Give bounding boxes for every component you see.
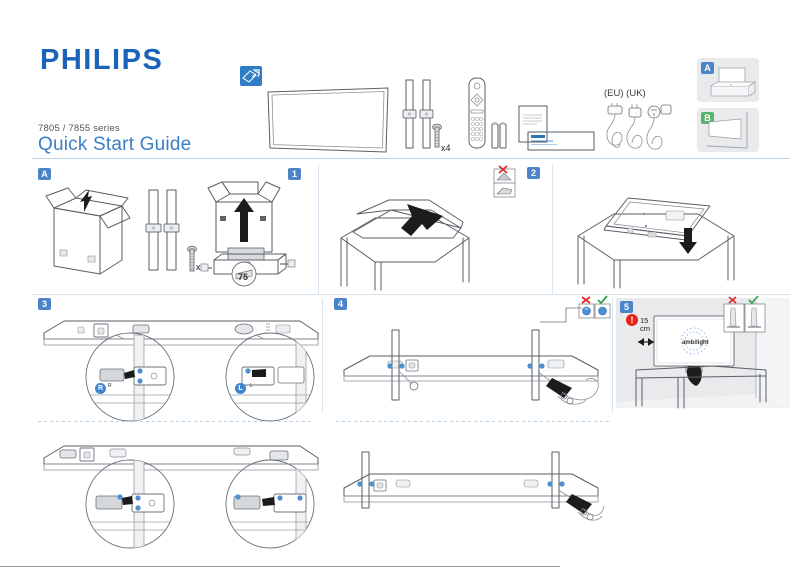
accessory-batteries <box>491 122 507 150</box>
row2-dotted-divider-left <box>38 421 314 422</box>
row1-divider-2 <box>552 164 553 294</box>
step-a-badge: A <box>38 168 51 180</box>
step-4-leader-line <box>540 307 582 334</box>
step-5-warning-icon: ! <box>626 314 638 326</box>
step-a-stand-legs <box>145 189 185 272</box>
svg-text:75: 75 <box>238 272 248 282</box>
step-4-variant-attach-legs-illustration <box>336 451 606 532</box>
svg-text:L: L <box>250 383 253 389</box>
row2-divider-1 <box>322 298 323 413</box>
step-2-do-not-icon <box>493 165 517 200</box>
accessory-screw <box>432 123 444 150</box>
step-3-tv-back-illustration: R L <box>38 315 323 422</box>
svg-text:R: R <box>108 383 112 389</box>
step-a-lift-tv-illustration: 75 <box>200 176 306 287</box>
step-2-place-tv-illustration <box>570 184 745 289</box>
step-3-variant-tv-back-illustration <box>38 440 323 549</box>
accessory-documentation <box>518 105 596 152</box>
page-title: Quick Start Guide <box>38 134 192 155</box>
mount-option-b-panel: B <box>697 108 759 152</box>
accessory-tv-panel <box>266 86 391 156</box>
row2-divider-2 <box>612 298 613 413</box>
step-a-carton-illustration <box>42 187 131 278</box>
philips-logo: PHILIPS <box>40 44 164 76</box>
page-footer-rule <box>0 566 560 567</box>
step-5-placement-illustration: ambilight <box>616 298 790 409</box>
mount-option-b-badge: B <box>701 112 714 124</box>
step-3-badge: 3 <box>38 298 51 310</box>
svg-text:ambilight: ambilight <box>682 340 709 346</box>
accessory-remote-control <box>467 77 489 150</box>
row2-dotted-divider-right <box>336 421 612 422</box>
step-5-distance-value: 15 <box>640 316 649 325</box>
screw-quantity-label: x4 <box>441 143 451 153</box>
step-3-marker-right: R <box>95 383 106 394</box>
accessory-power-cables <box>604 102 676 158</box>
accessory-stand-legs <box>402 79 439 152</box>
step-5-distance-unit: cm <box>640 324 650 333</box>
step-1-table-illustration <box>323 190 483 291</box>
step-a-screw <box>187 245 199 274</box>
row1-bottom-divider <box>32 294 790 295</box>
step-3-marker-left: L <box>235 383 246 394</box>
series-label: 7805 / 7855 series <box>38 123 120 134</box>
mount-option-a-panel: A <box>697 58 759 102</box>
step-1-badge: 1 <box>288 168 301 180</box>
mount-option-a-badge: A <box>701 62 714 74</box>
step-4-orientation-check-icon <box>578 295 612 320</box>
step-5-leg-orientation-check-icon <box>723 295 767 334</box>
step-5-badge: 5 <box>620 301 633 313</box>
step-4-attach-legs-illustration <box>336 329 606 405</box>
header-divider <box>32 158 790 159</box>
row1-divider-1 <box>318 164 319 294</box>
power-cable-region-label: (EU) (UK) <box>604 88 646 99</box>
step-2-badge: 2 <box>527 167 540 179</box>
step-4-badge: 4 <box>334 298 347 310</box>
handling-icon <box>240 66 262 86</box>
